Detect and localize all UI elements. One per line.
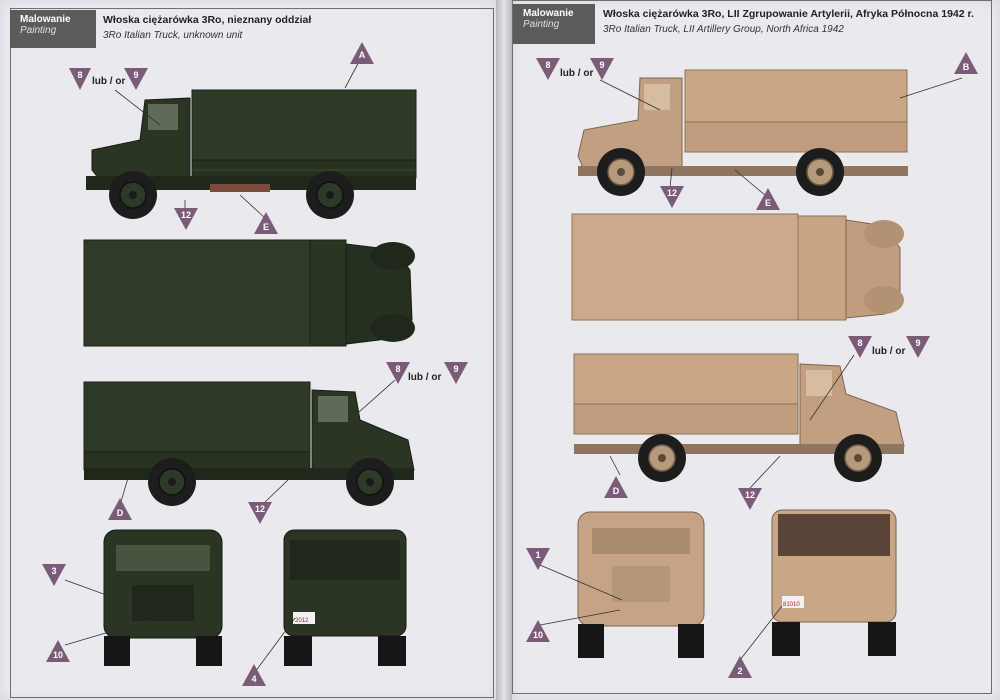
right-marker-12b: 12 — [745, 490, 755, 500]
left-side-view-1 — [86, 89, 417, 220]
left-rear-view — [283, 529, 407, 666]
left-marker-12a: 12 — [181, 210, 191, 220]
right-marker-8a: 8 — [545, 60, 550, 70]
right-lubor-2: lub / or — [872, 346, 905, 357]
right-side-view-1 — [577, 69, 908, 197]
left-marker-12b: 12 — [255, 504, 265, 514]
right-title-pl: Włoska ciężarówka 3Ro, LII Zgrupowanie A… — [603, 8, 974, 20]
left-marker-10: 10 — [53, 650, 63, 660]
left-marker-Ea: E — [263, 222, 269, 232]
right-marker-10: 10 — [533, 630, 543, 640]
right-marker-8b: 8 — [857, 338, 862, 348]
left-side-view-2 — [83, 381, 415, 507]
left-marker-8a: 8 — [77, 70, 82, 80]
right-page-frame — [512, 0, 992, 694]
left-tag-en: Painting — [20, 25, 57, 36]
left-markers: 8 9 A 12 E 8 9 D 12 3 10 4 — [42, 42, 468, 686]
right-tag-pl: Malowanie — [523, 8, 574, 19]
right-front-view — [577, 511, 705, 658]
right-title-en: 3Ro Italian Truck, LII Artillery Group, … — [603, 24, 844, 35]
right-marker-D: D — [613, 486, 620, 496]
right-marker-Ea: E — [765, 198, 771, 208]
right-leader-lines — [539, 77, 963, 661]
left-marker-3: 3 — [51, 566, 56, 576]
left-front-view — [103, 529, 223, 666]
left-leader-lines — [64, 55, 396, 673]
left-top-view — [83, 239, 415, 347]
left-painting-tag: Malowanie Painting — [10, 10, 96, 48]
left-marker-9a: 9 — [133, 70, 138, 80]
left-marker-4: 4 — [251, 674, 256, 684]
left-tag-pl: Malowanie — [20, 14, 71, 25]
right-painting-tag: Malowanie Painting — [513, 4, 595, 44]
right-marker-12a: 12 — [667, 188, 677, 198]
right-lubor-1: lub / or — [560, 68, 593, 79]
left-page-frame — [10, 8, 494, 698]
right-side-view-2 — [573, 353, 905, 483]
left-rear-plate-text: 2012 — [295, 618, 309, 624]
left-marker-9b: 9 — [453, 364, 458, 374]
right-top-view — [571, 213, 904, 321]
left-title-pl: Włoska ciężarówka 3Ro, nieznany oddział — [103, 14, 312, 26]
page-gutter — [496, 0, 512, 700]
right-rear-plate-text: 81010 — [783, 602, 800, 608]
right-marker-2: 2 — [737, 666, 742, 676]
right-markers: 8 9 B 12 E 8 9 D 12 1 10 2 — [526, 52, 978, 678]
right-marker-1: 1 — [535, 550, 540, 560]
left-title-en: 3Ro Italian Truck, unknown unit — [103, 30, 243, 41]
left-marker-8b: 8 — [395, 364, 400, 374]
right-marker-9a: 9 — [599, 60, 604, 70]
right-marker-B: B — [963, 62, 970, 72]
left-marker-D: D — [117, 508, 124, 518]
left-lubor-2: lub / or — [408, 372, 441, 383]
left-marker-A: A — [359, 50, 366, 60]
left-lubor-1: lub / or — [92, 76, 125, 87]
right-tag-en: Painting — [523, 19, 560, 30]
right-marker-9b: 9 — [915, 338, 920, 348]
right-rear-view — [771, 509, 897, 656]
